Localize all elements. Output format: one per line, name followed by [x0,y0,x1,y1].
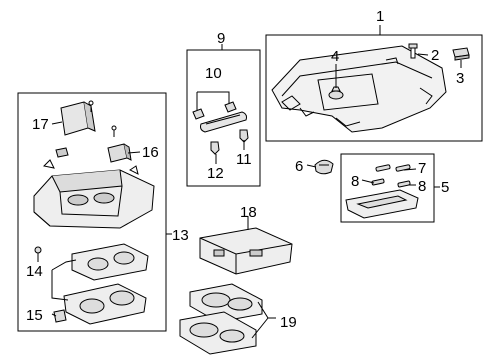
callout-6: 6 [295,158,303,175]
callout-8-right: 8 [418,178,426,195]
cover-10b [224,101,237,113]
map-lamp-18 [199,227,293,275]
lens-8 [371,178,411,188]
headliner-clip-4 [328,86,344,100]
vanity-mirror-part [345,189,419,219]
bulb-7 [375,164,411,172]
callout-9: 9 [217,30,225,47]
callout-10: 10 [205,65,222,82]
fastener-small-right [129,165,139,175]
callout-4: 4 [331,48,339,65]
headliner-part [271,45,447,133]
cap-3 [452,47,470,61]
group-frame-headliner [265,34,483,142]
callout-11: 11 [236,151,252,168]
lamp-lens-19-lower [179,311,257,355]
clip-11 [239,129,249,143]
lamp-lens-19-upper [189,283,263,323]
callout-17: 17 [32,116,49,133]
lens-upper-14 [71,243,149,281]
callout-19: 19 [280,314,297,331]
fastener-small-left [42,159,55,169]
leader-lines [51,25,462,339]
callout-3: 3 [456,70,464,87]
group-frame-grab-handle [186,49,261,187]
group-frame-console [17,92,167,332]
grab-handle-part [200,111,247,133]
callout-16: 16 [142,144,159,161]
clip-15 [53,309,67,323]
bolt-2 [408,43,418,59]
callout-15: 15 [26,307,43,324]
sunvisor-hook-6 [314,159,334,175]
callout-2: 2 [431,47,439,64]
screw-top [88,100,94,112]
callout-14: 14 [26,263,43,280]
group-frame-sunvisor [340,153,435,223]
callout-12: 12 [207,165,224,182]
callout-18: 18 [240,204,257,221]
cover-10a [192,108,205,120]
callout-7: 7 [418,160,426,177]
clip-small [55,147,69,158]
screw-mid [111,125,117,137]
lens-lower-14 [63,283,147,325]
bolt-14 [34,246,42,262]
clip-12 [210,141,220,155]
console-housing [33,169,155,229]
callout-1: 1 [376,8,384,25]
callout-13: 13 [172,227,189,244]
module-17 [60,101,96,136]
callout-8-left: 8 [351,173,359,190]
switch-16 [107,143,132,163]
callout-5: 5 [441,179,449,196]
